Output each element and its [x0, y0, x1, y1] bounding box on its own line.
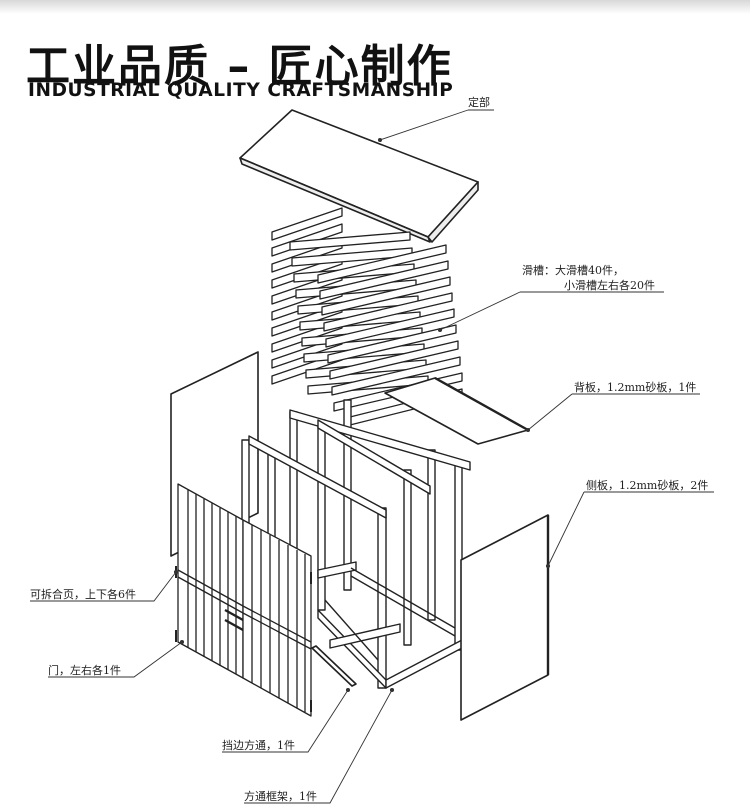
slide-rails-part	[271, 207, 463, 426]
label-hinge: 可拆合页，上下各6件	[30, 587, 136, 601]
label-back-panel: 背板，1.2mm砂板，1件	[574, 380, 696, 394]
edge-tube-part	[311, 645, 357, 687]
right-door	[224, 519, 312, 717]
label-slots-line2: 小滑槽左右各20件	[564, 278, 655, 292]
right-side-panel	[460, 514, 549, 721]
label-top: 定部	[468, 95, 490, 109]
page-subtitle: INDUSTRIAL QUALITY CRAFTSMANSHIP	[28, 80, 454, 101]
label-frame: 方通框架，1件	[244, 789, 317, 803]
page-title: 工业品质 – 匠心制作	[26, 41, 453, 92]
roof-part	[239, 109, 479, 243]
label-door: 门，左右各1件	[48, 663, 121, 677]
label-side-panel: 侧板，1.2mm砂板，2件	[586, 478, 708, 492]
label-slots-line1: 滑槽：大滑槽40件，	[522, 263, 624, 277]
left-door	[177, 483, 244, 679]
top-shadow-bar	[0, 0, 750, 14]
label-edge-tube: 挡边方通，1件	[222, 738, 295, 752]
leader-lines	[30, 109, 714, 804]
